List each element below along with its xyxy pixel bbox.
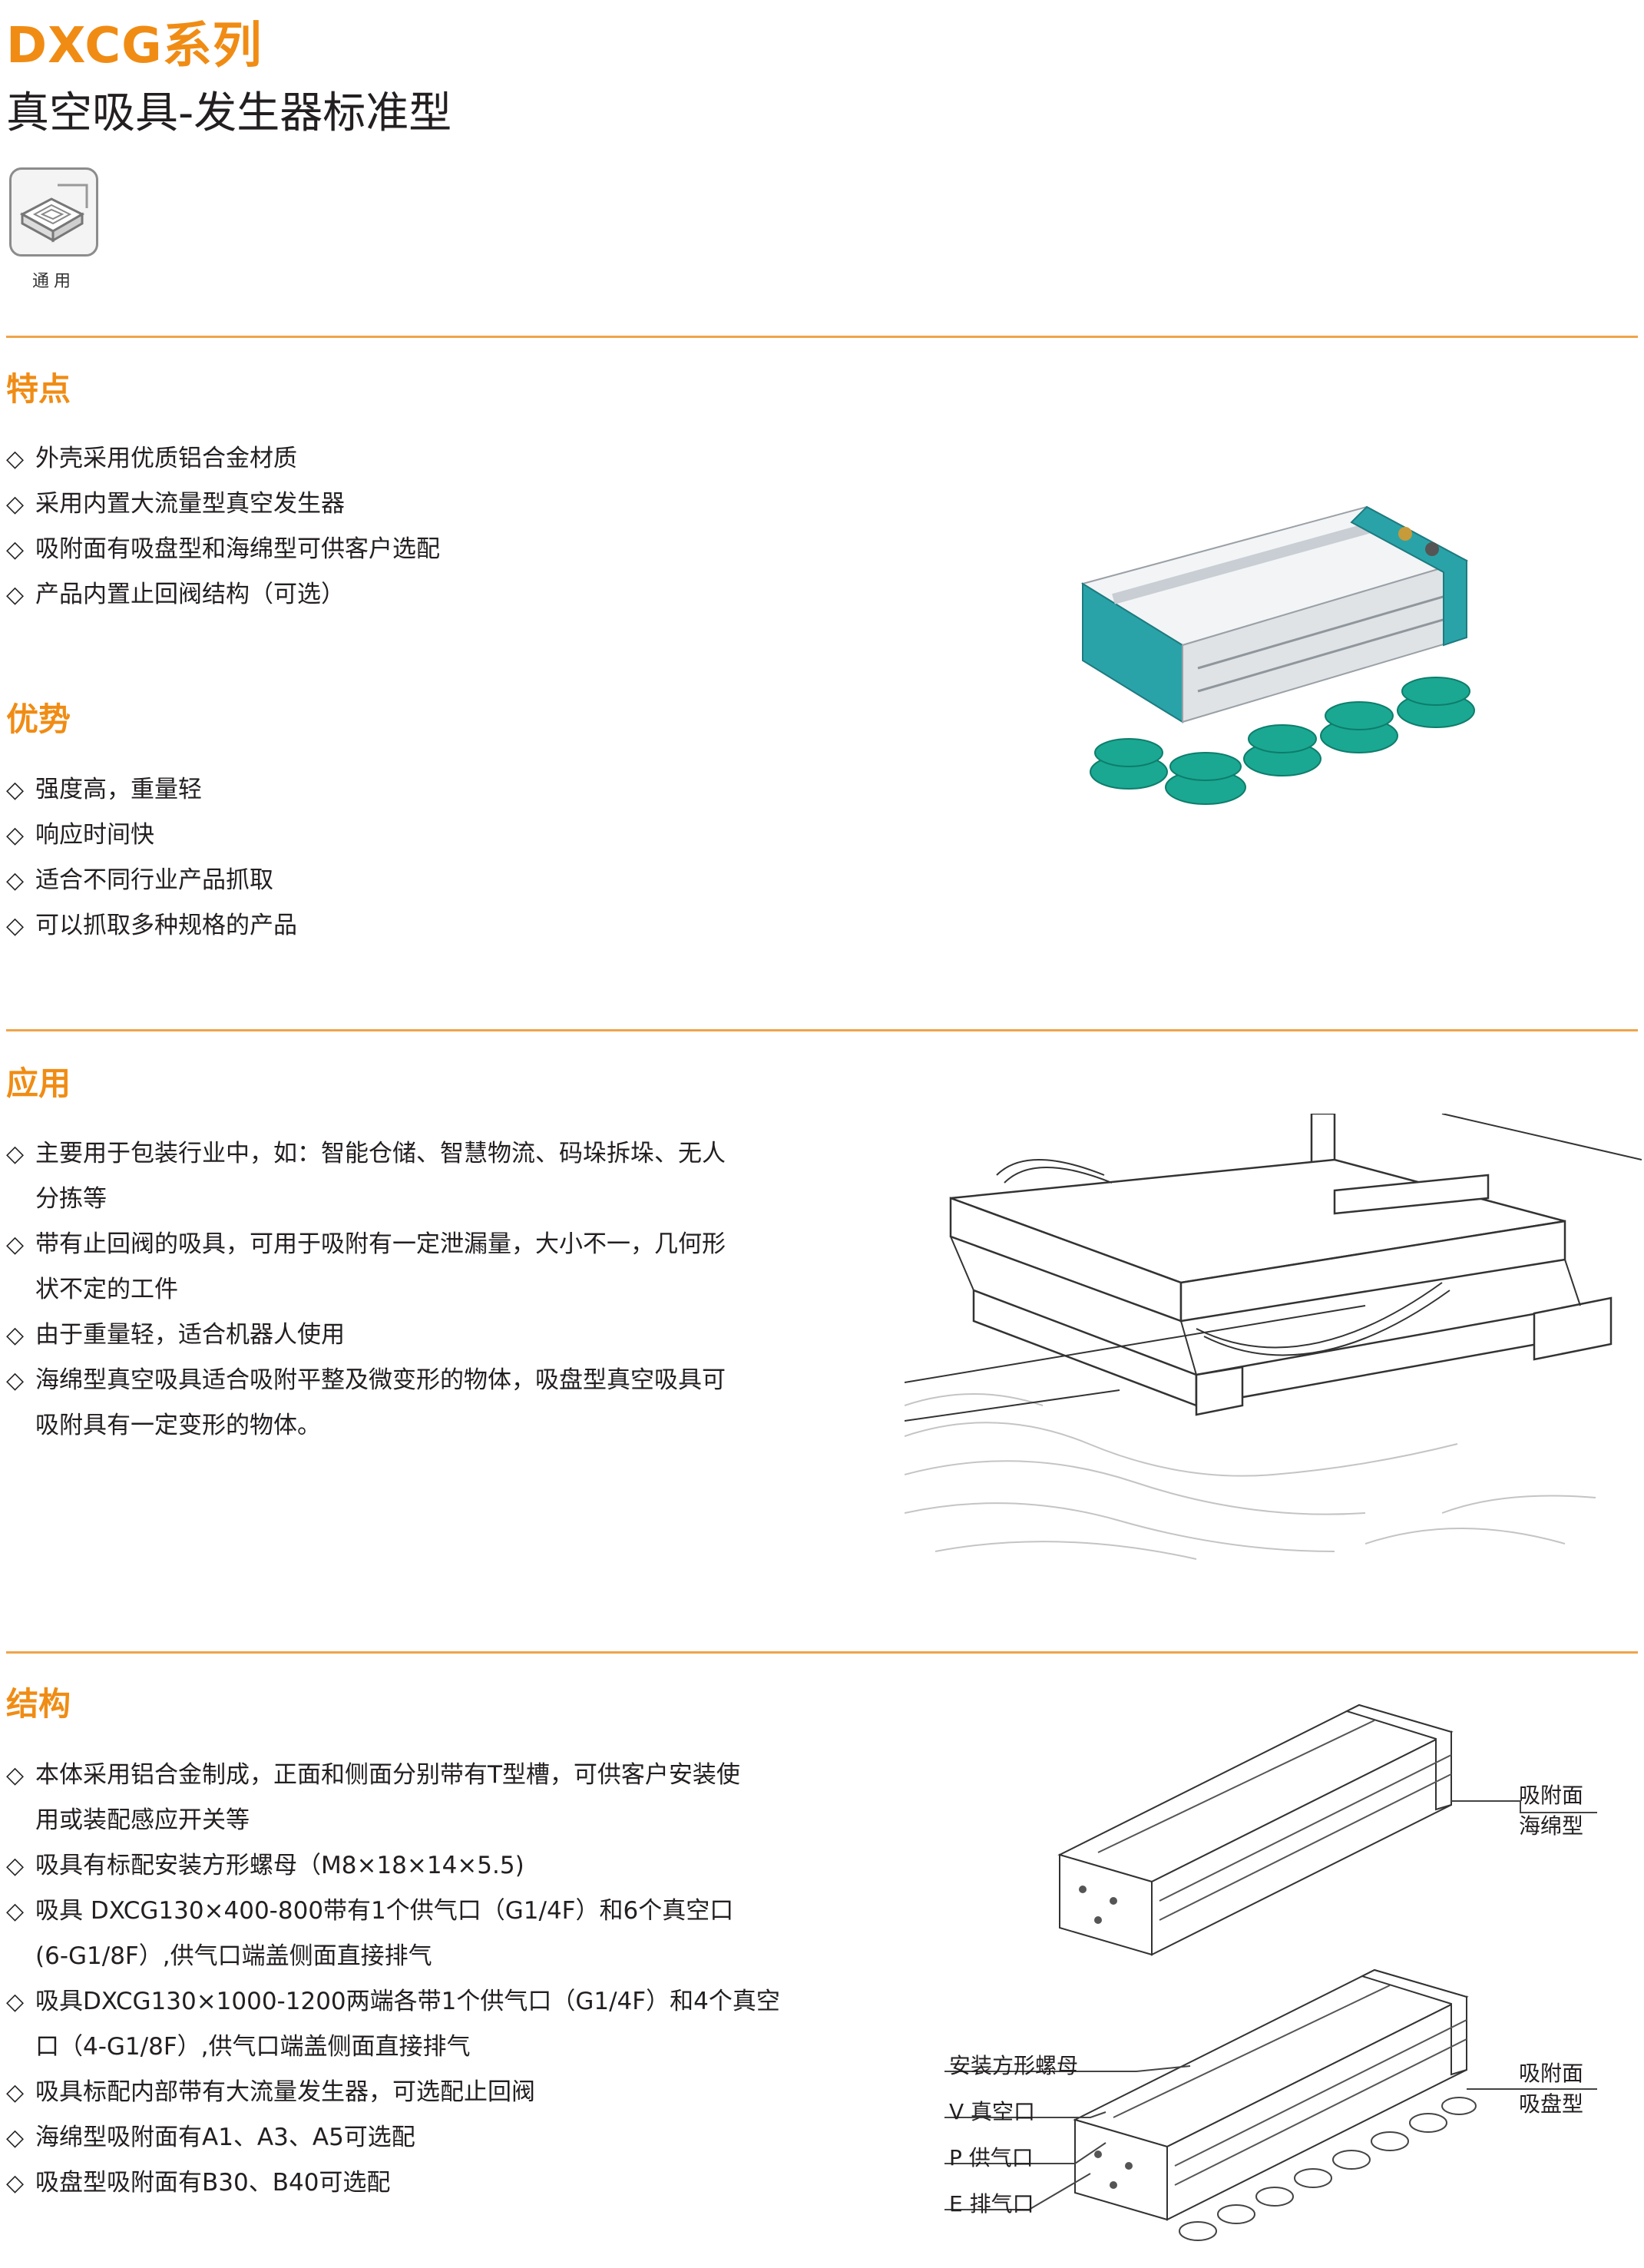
list-item: ◇吸盘型吸附面有B30、B40可选配 xyxy=(6,2160,780,2206)
diamond-icon: ◇ xyxy=(6,1762,25,1789)
applications-list: ◇主要用于包装行业中，如：智能仓储、智慧物流、码垛拆垛、无人分拣等 ◇带有止回阀… xyxy=(6,1131,726,1449)
vacuum-port-label: V 真空口 xyxy=(949,2099,1036,2124)
diamond-icon: ◇ xyxy=(6,1898,25,1925)
list-item: ◇可以抓取多种规格的产品 xyxy=(6,903,297,949)
diamond-icon: ◇ xyxy=(6,1322,25,1349)
list-item: ◇吸具有标配安装方形螺母（M8×18×14×5.5) xyxy=(6,1843,780,1889)
diamond-icon: ◇ xyxy=(6,1988,25,2015)
diamond-icon: ◇ xyxy=(6,581,25,608)
diamond-icon: ◇ xyxy=(6,2170,25,2197)
application-illustration xyxy=(905,1114,1642,1560)
product-subtitle: 真空吸具-发生器标准型 xyxy=(6,88,452,138)
structure-heading: 结构 xyxy=(6,1685,71,1723)
diamond-icon: ◇ xyxy=(6,2079,25,2106)
structure-list: ◇本体采用铝合金制成，正面和侧面分别带有T型槽，可供客户安装使用或装配感应开关等… xyxy=(6,1753,780,2206)
list-item: ◇海绵型吸附面有A1、A3、A5可选配 xyxy=(6,2115,780,2160)
badge-label: 通用 xyxy=(31,272,75,291)
series-title: DXCG系列 xyxy=(6,18,263,74)
diamond-icon: ◇ xyxy=(6,1367,25,1394)
diamond-icon: ◇ xyxy=(6,776,25,803)
advantages-heading: 优势 xyxy=(6,700,71,738)
list-item: ◇吸具DXCG130×1000-1200两端各带1个供气口（G1/4F）和4个真… xyxy=(6,1979,780,2070)
structure-diagram xyxy=(1057,1703,1477,2241)
diamond-icon: ◇ xyxy=(6,867,25,894)
section-divider xyxy=(6,1029,1638,1031)
applications-heading: 应用 xyxy=(6,1064,71,1102)
callout-leaders xyxy=(944,1800,1597,2210)
diamond-icon: ◇ xyxy=(6,822,25,849)
features-list: ◇外壳采用优质铝合金材质 ◇采用内置大流量型真空发生器 ◇吸附面有吸盘型和海绵型… xyxy=(6,436,440,617)
advantages-list: ◇强度高，重量轻 ◇响应时间快 ◇适合不同行业产品抓取 ◇可以抓取多种规格的产品 xyxy=(6,767,297,949)
sponge-surface-label: 吸附面海绵型 xyxy=(1519,1783,1584,1839)
diamond-icon: ◇ xyxy=(6,1141,25,1167)
cup-surface-label: 吸附面吸盘型 xyxy=(1519,2061,1584,2117)
section-divider xyxy=(6,1651,1638,1654)
diamond-icon: ◇ xyxy=(6,1231,25,1258)
mounting-nut-label: 安装方形螺母 xyxy=(949,2053,1079,2078)
supply-port-label: P 供气口 xyxy=(949,2145,1034,2170)
list-item: ◇响应时间快 xyxy=(6,813,297,858)
diamond-icon: ◇ xyxy=(6,536,25,563)
features-heading: 特点 xyxy=(6,370,71,408)
general-use-icon xyxy=(9,167,98,257)
diamond-icon: ◇ xyxy=(6,2124,25,2151)
list-item: ◇海绵型真空吸具适合吸附平整及微变形的物体，吸盘型真空吸具可吸附具有一定变形的物… xyxy=(6,1358,726,1449)
list-item: ◇外壳采用优质铝合金材质 xyxy=(6,436,440,482)
list-item: ◇吸具 DXCG130×400-800带有1个供气口（G1/4F）和6个真空口(… xyxy=(6,1889,780,1979)
list-item: ◇带有止回阀的吸具，可用于吸附有一定泄漏量，大小不一，几何形状不定的工件 xyxy=(6,1222,726,1313)
list-item: ◇产品内置止回阀结构（可选） xyxy=(6,572,440,617)
exhaust-port-label: E 排气口 xyxy=(949,2191,1034,2217)
list-item: ◇本体采用铝合金制成，正面和侧面分别带有T型槽，可供客户安装使用或装配感应开关等 xyxy=(6,1753,780,1843)
list-item: ◇强度高，重量轻 xyxy=(6,767,297,813)
list-item: ◇主要用于包装行业中，如：智能仓储、智慧物流、码垛拆垛、无人分拣等 xyxy=(6,1131,726,1222)
suction-cup-row xyxy=(1090,677,1475,805)
diamond-icon: ◇ xyxy=(6,1852,25,1879)
list-item: ◇吸具标配内部带有大流量发生器，可选配止回阀 xyxy=(6,2070,780,2115)
diamond-icon: ◇ xyxy=(6,445,25,472)
diamond-icon: ◇ xyxy=(6,912,25,939)
suction-cup-row xyxy=(1179,2097,1477,2241)
list-item: ◇由于重量轻，适合机器人使用 xyxy=(6,1313,726,1358)
list-item: ◇吸附面有吸盘型和海绵型可供客户选配 xyxy=(6,527,440,572)
list-item: ◇适合不同行业产品抓取 xyxy=(6,858,297,903)
section-divider xyxy=(6,336,1638,338)
product-image xyxy=(1080,505,1475,805)
list-item: ◇采用内置大流量型真空发生器 xyxy=(6,482,440,527)
diamond-icon: ◇ xyxy=(6,491,25,518)
